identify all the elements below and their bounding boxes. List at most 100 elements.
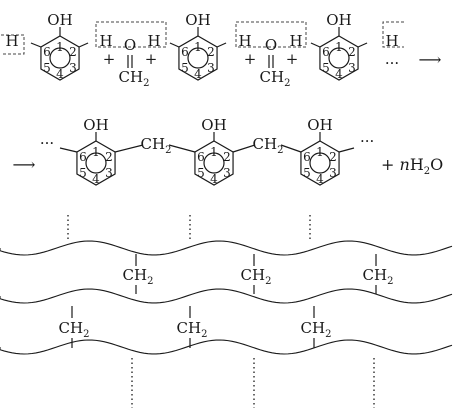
oh-label: OH	[47, 11, 72, 29]
crosslink-lower-ch2-3: CH2	[301, 319, 332, 340]
polymer-chain-1	[0, 240, 453, 256]
h-left-3: H	[289, 32, 302, 50]
plus-right: +	[145, 50, 158, 68]
ring-number-4: 4	[56, 67, 64, 81]
ch2-label: CH2	[260, 68, 291, 89]
ellipsis-row1: ···	[385, 54, 399, 72]
water-h-sub: 2	[424, 166, 430, 177]
dash-box-right	[382, 21, 404, 48]
water-h: H	[410, 155, 424, 174]
ring-number-6: 6	[322, 45, 330, 59]
ring-number-5: 5	[181, 61, 189, 75]
ring-number-1: 1	[210, 145, 218, 159]
ch2-label-sub: 2	[143, 78, 149, 89]
ring-number-3: 3	[348, 61, 356, 75]
h-right-1: H	[99, 32, 112, 50]
dash-box-2	[235, 21, 307, 48]
crosslink-lower-ch2-2-ch: CH	[177, 319, 202, 337]
methylene-bridge-1: CH2	[114, 135, 196, 156]
ch2-label-ch: CH	[253, 135, 278, 153]
ellipsis-row2-right: ···	[360, 132, 374, 150]
methylene-bridge-2: CH2	[232, 135, 302, 156]
ring-number-5: 5	[322, 61, 330, 75]
crosslink-upper-ch2-2-ch: CH	[241, 266, 266, 284]
h-bond-right-2	[216, 42, 227, 48]
ring-number-4: 4	[92, 172, 100, 186]
aromatic-circle	[187, 47, 209, 69]
oh-label: OH	[83, 116, 108, 134]
ch2-label: CH2	[253, 135, 284, 156]
ring-number-1: 1	[194, 40, 202, 54]
aromatic-circle	[203, 152, 225, 174]
ring-number-2: 2	[223, 150, 231, 164]
bridge-bond-left	[232, 144, 256, 153]
crosslink-lower-ch2-3-ch: CH	[301, 319, 326, 337]
ring-number-2: 2	[348, 45, 356, 59]
ring-number-2: 2	[329, 150, 337, 164]
bridge-bond-left	[114, 144, 144, 153]
water-o: O	[430, 155, 443, 174]
ch2-label: CH2	[141, 135, 172, 156]
aromatic-circle	[85, 152, 107, 174]
ring-number-3: 3	[223, 166, 231, 180]
ring-number-3: 3	[207, 61, 215, 75]
crosslink-lower-ch2-3-sub: 2	[325, 329, 331, 340]
crosslink-lower-ch2-1-ch: CH	[59, 319, 84, 337]
crosslink-upper-ch2-1: CH2	[123, 266, 154, 287]
ring-number-4: 4	[316, 172, 324, 186]
ring-number-6: 6	[303, 150, 311, 164]
ch2-label-ch: CH	[260, 68, 285, 86]
oh-label: OH	[326, 11, 351, 29]
polymer-chain-2	[0, 288, 453, 304]
ch2-label-sub: 2	[277, 145, 283, 156]
ring-number-2: 2	[105, 150, 113, 164]
ring-number-4: 4	[194, 67, 202, 81]
ring-number-1: 1	[316, 145, 324, 159]
dash-box-left	[1, 34, 25, 55]
oh-label: OH	[201, 116, 226, 134]
oxygen-label: O	[265, 36, 277, 54]
ring-number-6: 6	[197, 150, 205, 164]
ring-number-4: 4	[335, 67, 343, 81]
h-bond-right-3	[357, 42, 368, 48]
ring-number-2: 2	[69, 45, 77, 59]
ch2-label-ch: CH	[141, 135, 166, 153]
h-left-1: H	[5, 32, 18, 50]
ring-number-6: 6	[181, 45, 189, 59]
bridge-bond-right	[168, 144, 196, 153]
formaldehyde-1: O CH2+ +	[103, 36, 158, 89]
ring-number-1: 1	[335, 40, 343, 54]
crosslink-lower-ch2-2-sub: 2	[201, 329, 207, 340]
ellipsis-row2-left: ···	[40, 134, 54, 152]
h-bond-left-2	[169, 42, 180, 48]
chain-bond-left	[59, 147, 78, 153]
ring-number-6: 6	[43, 45, 51, 59]
ring-number-5: 5	[197, 166, 205, 180]
ring-number-3: 3	[329, 166, 337, 180]
chain-bond-right	[338, 147, 355, 153]
crosslink-upper-ch2-3-sub: 2	[387, 276, 393, 287]
crosslink-upper-ch2-1-ch: CH	[123, 266, 148, 284]
oh-label: OH	[185, 11, 210, 29]
oxygen-label: O	[124, 36, 136, 54]
h-right-2: H	[238, 32, 251, 50]
aromatic-circle	[309, 152, 331, 174]
ch2-label-sub: 2	[165, 145, 171, 156]
ring-number-5: 5	[79, 166, 87, 180]
h-bond-left-1	[30, 42, 42, 48]
ch2-label: CH2	[119, 68, 150, 89]
h-right-3: H	[385, 32, 398, 50]
arrow-row2: ⟶	[13, 155, 36, 174]
crosslink-upper-ch2-3-ch: CH	[363, 266, 388, 284]
crosslink-lower-ch2-1: CH2	[59, 319, 90, 340]
plus-left: +	[103, 50, 116, 68]
polymer-chain-3	[0, 339, 453, 355]
